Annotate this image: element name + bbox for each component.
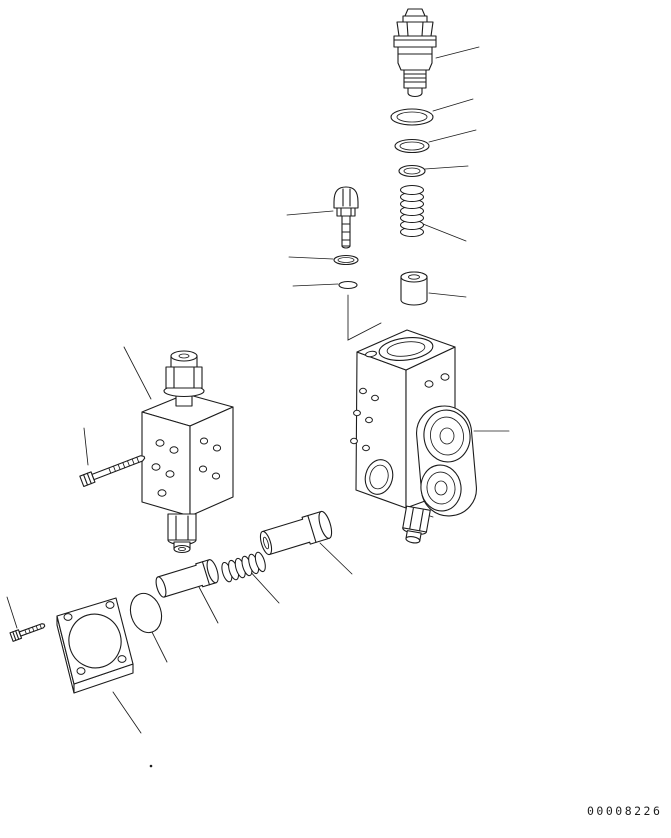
side-bore-upper [423,409,471,463]
block-bottom-hex-nipple [167,513,197,554]
backup-ring [398,164,426,178]
drawing-number: 00008226 [587,804,662,818]
o-ring-tiny [338,280,358,290]
valve-seat [400,271,428,306]
reference-dot [149,764,153,768]
check-valve-sleeve [259,510,333,556]
port-hole [359,387,367,395]
port-hole [165,470,175,478]
leader-line [198,586,219,624]
port-hole [198,465,208,473]
relief-valve-cartridge [393,8,437,98]
flange-bolt [9,623,46,642]
spring-lower [221,551,266,583]
leader-line [112,691,142,734]
bolt-hole [117,655,127,663]
port-hole [362,444,370,452]
leader-line [288,256,334,260]
piston [155,559,219,598]
port-hole [211,472,221,480]
port-hole [371,394,379,402]
port-hole [212,444,222,452]
leader-line [151,631,168,663]
o-ring-large [390,108,434,126]
cover-plate [56,597,134,694]
port-hole [353,409,361,417]
port-hole [440,373,450,381]
mounting-bolt [79,455,146,487]
port-hole [199,437,209,445]
leader-lines [6,46,510,734]
o-ring-small [333,254,359,266]
leader-line [435,46,480,59]
assembly-reference-line [347,294,382,341]
block-top-hex-fitting [163,350,205,407]
side-bore-lower [420,464,462,512]
pilot-valve-block [141,350,234,554]
port-hole [365,416,373,424]
seal-ring [129,592,163,634]
leader-line [428,129,477,143]
port-hole [157,489,167,497]
leader-line [123,346,152,400]
o-ring-medium [394,138,430,154]
body-bottom-hex-plug [402,505,431,544]
bolt-hole [105,601,115,609]
port-hole [151,463,161,471]
port-hole [155,439,165,447]
leader-line [422,223,467,242]
leader-line [83,427,89,466]
leader-line [428,292,467,298]
leader-line [424,165,469,170]
drawing-ink-group [6,8,510,768]
port-hole [424,380,434,388]
plug-fitting [333,186,359,249]
top-port-hole [365,350,377,358]
main-valve-body [350,329,477,544]
leader-line [286,210,334,216]
leader-line [292,283,339,287]
leader-line [319,542,353,575]
leader-line [432,98,474,112]
port-hole [350,437,358,445]
bolt-hole [76,667,86,675]
leader-line [246,567,280,604]
port-hole [169,446,179,454]
leader-line [6,596,18,629]
bolt-hole [63,613,73,621]
spring-upper [399,184,425,238]
